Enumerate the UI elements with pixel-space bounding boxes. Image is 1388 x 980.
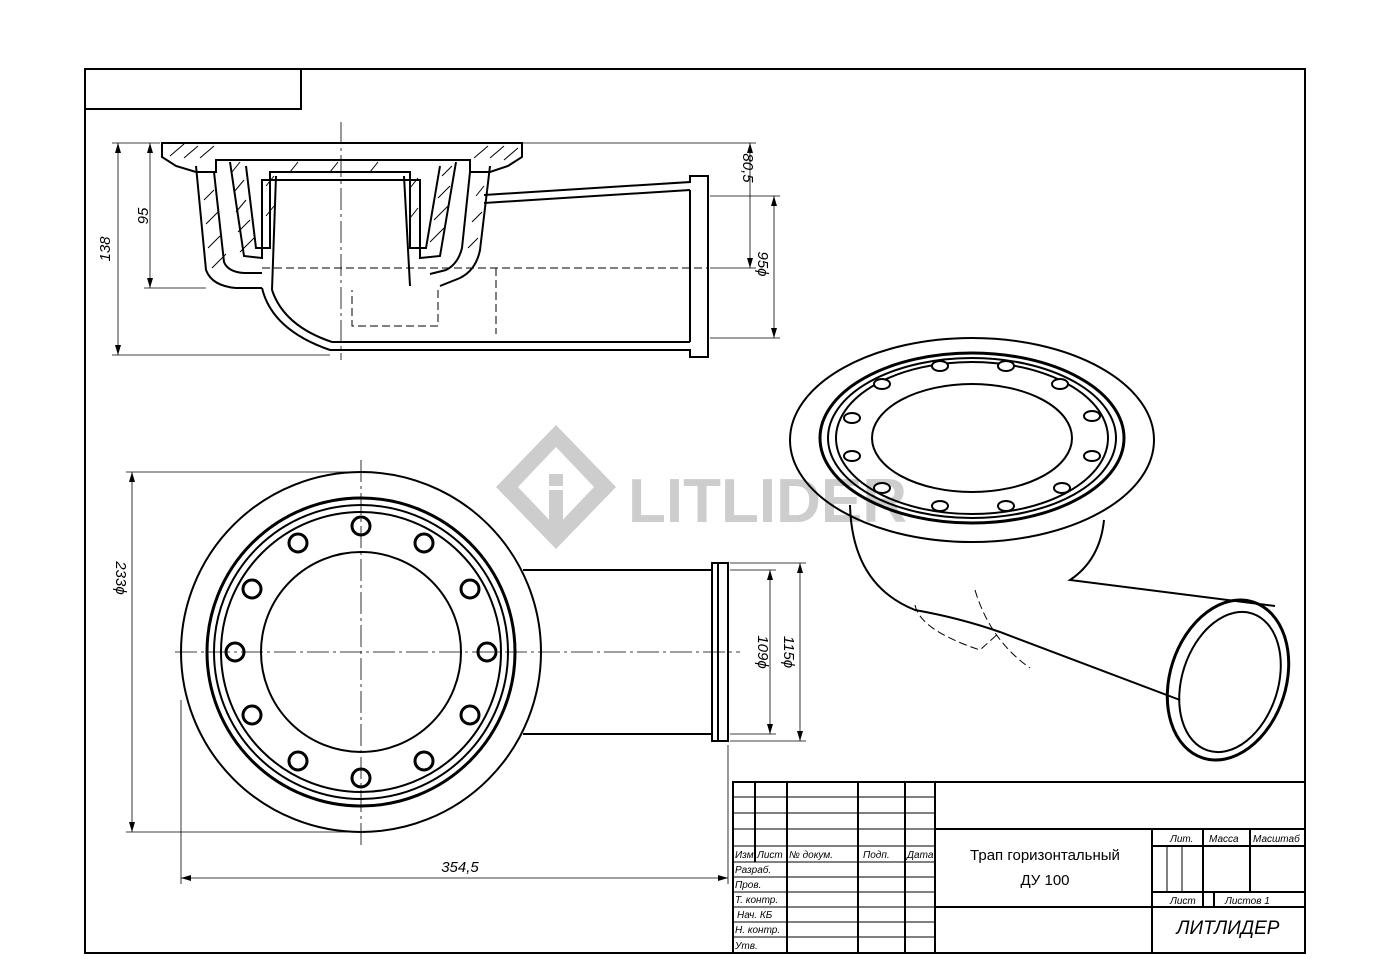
dim-138-label: 138 (97, 236, 114, 262)
dimension-phi109: 109ϕ (730, 569, 776, 735)
dimension-80-5: 80,5 (522, 142, 756, 269)
iso-grate-opening (871, 383, 1073, 493)
plan-view: 233ϕ 109ϕ 115ϕ 354,5 (112, 460, 806, 884)
dimension-95: 95 (135, 143, 206, 289)
iso-body (849, 504, 1181, 701)
cell-massa: Масса (1209, 834, 1239, 845)
col-list: Лист (756, 850, 783, 861)
iso-flange-ring2 (827, 357, 1117, 519)
dimension-phi95: 95ϕ (710, 195, 780, 339)
col-izm: Изм. (735, 850, 756, 861)
dim-phi95-label: 95ϕ (754, 251, 771, 276)
dimension-phi233: 233ϕ (112, 471, 361, 833)
drawing-title-line1: Трап горизонтальный (970, 847, 1120, 864)
watermark: LITLIDER (496, 425, 907, 549)
watermark-logo-dot (549, 474, 563, 486)
hidden-lines (262, 267, 708, 334)
iso-flange-outer (789, 337, 1155, 543)
row-prov: Пров. (735, 880, 761, 891)
row-razrab: Разраб. (735, 864, 771, 876)
cell-lit: Лит. (1169, 834, 1193, 845)
col-doc: № докум. (789, 850, 833, 861)
dimension-354-5: 354,5 (180, 700, 729, 884)
dimension-phi115: 115ϕ (730, 562, 806, 742)
watermark-logo-icon (496, 425, 616, 549)
iso-pipe-end-inner (1178, 610, 1282, 754)
dim-phi109-label: 109ϕ (754, 635, 771, 668)
col-podp: Подп. (863, 850, 890, 861)
outlet-pipe-top (330, 175, 709, 358)
row-nkontr: Н. контр. (735, 925, 780, 936)
cell-sheets: Листов 1 (1224, 896, 1270, 907)
dim-80-5-label: 80,5 (739, 153, 756, 183)
drawing-title-line2: ДУ 100 (1020, 872, 1069, 889)
isometric-view (789, 337, 1291, 762)
col-data: Дата (906, 850, 934, 861)
bowl-inner-left (213, 171, 262, 274)
iso-body-hidden (914, 589, 1031, 669)
row-tkontr: Т. контр. (735, 895, 778, 906)
seal-cup-outer (229, 161, 457, 260)
outlet-pipe-inner-top (332, 189, 691, 343)
outlet-elbow (261, 287, 333, 351)
title-block: Изм. Лист № докум. Подп. Дата Разраб. Пр… (732, 781, 1306, 954)
dim-phi115-label: 115ϕ (780, 636, 797, 668)
cell-sheet: Лист (1169, 896, 1196, 907)
plan-pipe-outline (523, 569, 712, 735)
row-nachkb: Нач. КБ (737, 910, 773, 921)
iso-grate-ring (835, 361, 1109, 515)
dim-95-label: 95 (135, 207, 152, 224)
bowl-outer-left (195, 165, 262, 289)
section-hatching (169, 143, 519, 269)
company-name: ЛИТЛИДЕР (1175, 918, 1280, 939)
watermark-logo-bar (549, 490, 563, 536)
iso-body-right (1067, 519, 1276, 607)
dim-354-5-label: 354,5 (441, 859, 479, 876)
bowl-inner-right (429, 171, 471, 275)
cell-masshtab: Масштаб (1253, 833, 1300, 845)
drawing-frame (84, 68, 1306, 954)
flange-outline (161, 142, 523, 173)
dimension-138: 138 (97, 142, 330, 356)
iso-flange-ring1 (818, 351, 1126, 525)
iso-bolt-holes (843, 360, 1101, 512)
bowl-outer-right (439, 165, 491, 287)
corner-stamp-box (84, 68, 302, 110)
dim-phi233-label: 233ϕ (112, 560, 129, 594)
iso-pipe-end-outer (1165, 598, 1291, 762)
seal-cup-inner (245, 165, 441, 249)
section-view: 138 95 80,5 95ϕ (97, 122, 780, 360)
watermark-text: LITLIDER (628, 467, 907, 536)
row-utv: Утв. (734, 941, 758, 952)
